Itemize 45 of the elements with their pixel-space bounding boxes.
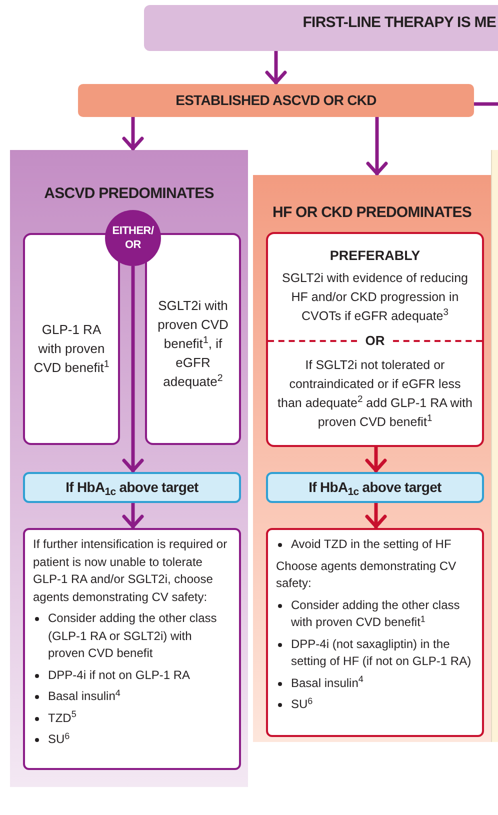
paragraph-text: If SGLT2i not tolerated or contraindicated or if eGFR less than adequate$^{2}$ add GLP-1 RA with proven CVD benefit$^{1}$ <box>276 357 474 431</box>
option-box <box>23 233 120 445</box>
list-item-text: Consider adding the other class with proven CVD benefit$^{1}$ <box>291 596 461 631</box>
list-item-text: SU$^{6}$ <box>291 696 313 713</box>
option-text: GLP-1 RA with proven CVD benefit$^{1}$ <box>32 320 110 376</box>
condition-label: ESTABLISHED ASCVD OR CKD <box>176 91 376 110</box>
list-item-text: Basal insulin$^{4}$ <box>48 688 120 705</box>
list-item-text: Avoid TZD in the setting of HF <box>291 536 452 553</box>
category-panel <box>253 175 491 742</box>
list-item-text: TZD$^{5}$ <box>48 710 76 726</box>
arrow <box>365 503 387 528</box>
paragraph-text: SGLT2i with evidence of reducing HF and/or CKD progression in CVOTs if eGFR adequate$^{3}$ <box>281 270 469 325</box>
title-banner <box>144 5 498 51</box>
recommendation-box <box>23 528 241 770</box>
list-item-text: Basal insulin$^{4}$ <box>291 674 364 692</box>
arrow <box>122 503 144 528</box>
list-item-text: DPP-4i (not saxagliptin) in the setting of HF (if not on GLP-1 RA) <box>291 636 472 670</box>
banner-text: FIRST-LINE THERAPY IS ME <box>302 13 496 33</box>
arrow <box>122 117 144 150</box>
panel-heading: HF OR CKD PREDOMINATES <box>272 203 472 223</box>
option-box <box>145 233 241 445</box>
divider-label: OR <box>365 332 385 350</box>
condition-bar <box>78 84 474 117</box>
arrow <box>265 51 287 84</box>
panel-heading: ASCVD PREDOMINATES <box>44 184 214 204</box>
arrow <box>365 447 387 472</box>
cut-off-panel <box>491 150 498 742</box>
option-text: SGLT2i with proven CVD benefit$^{1}$, if eGFR adequate$^{2}$ <box>156 296 230 390</box>
recommendation-box <box>266 528 484 737</box>
paragraph-text: Choose agents demonstrating CV safety: <box>276 558 458 592</box>
paragraph-text: If further intensification is required or patient is now unable to tolerate GLP-1 RA and/or SGLT2i, choose agents demonstrating CV safety: <box>33 536 228 606</box>
box-heading: PREFERABLY <box>330 247 420 265</box>
connector-line <box>474 102 498 106</box>
arrow <box>366 117 388 176</box>
condition-text: If HbA$_{1c}$ above target <box>66 478 198 498</box>
arrow <box>122 266 144 472</box>
circle-label: EITHER/ OR <box>111 224 155 252</box>
list-item-text: Consider adding the other class (GLP-1 RA or SGLT2i) with proven CVD benefit <box>48 610 218 662</box>
condition-box <box>266 472 484 503</box>
category-panel <box>10 150 248 787</box>
condition-text: If HbA$_{1c}$ above target <box>308 478 442 498</box>
list-item-text: SU$^{6}$ <box>48 731 70 748</box>
condition-box <box>23 472 241 503</box>
list-item-text: DPP-4i if not on GLP-1 RA <box>48 666 190 684</box>
recommendation-box <box>266 232 484 447</box>
